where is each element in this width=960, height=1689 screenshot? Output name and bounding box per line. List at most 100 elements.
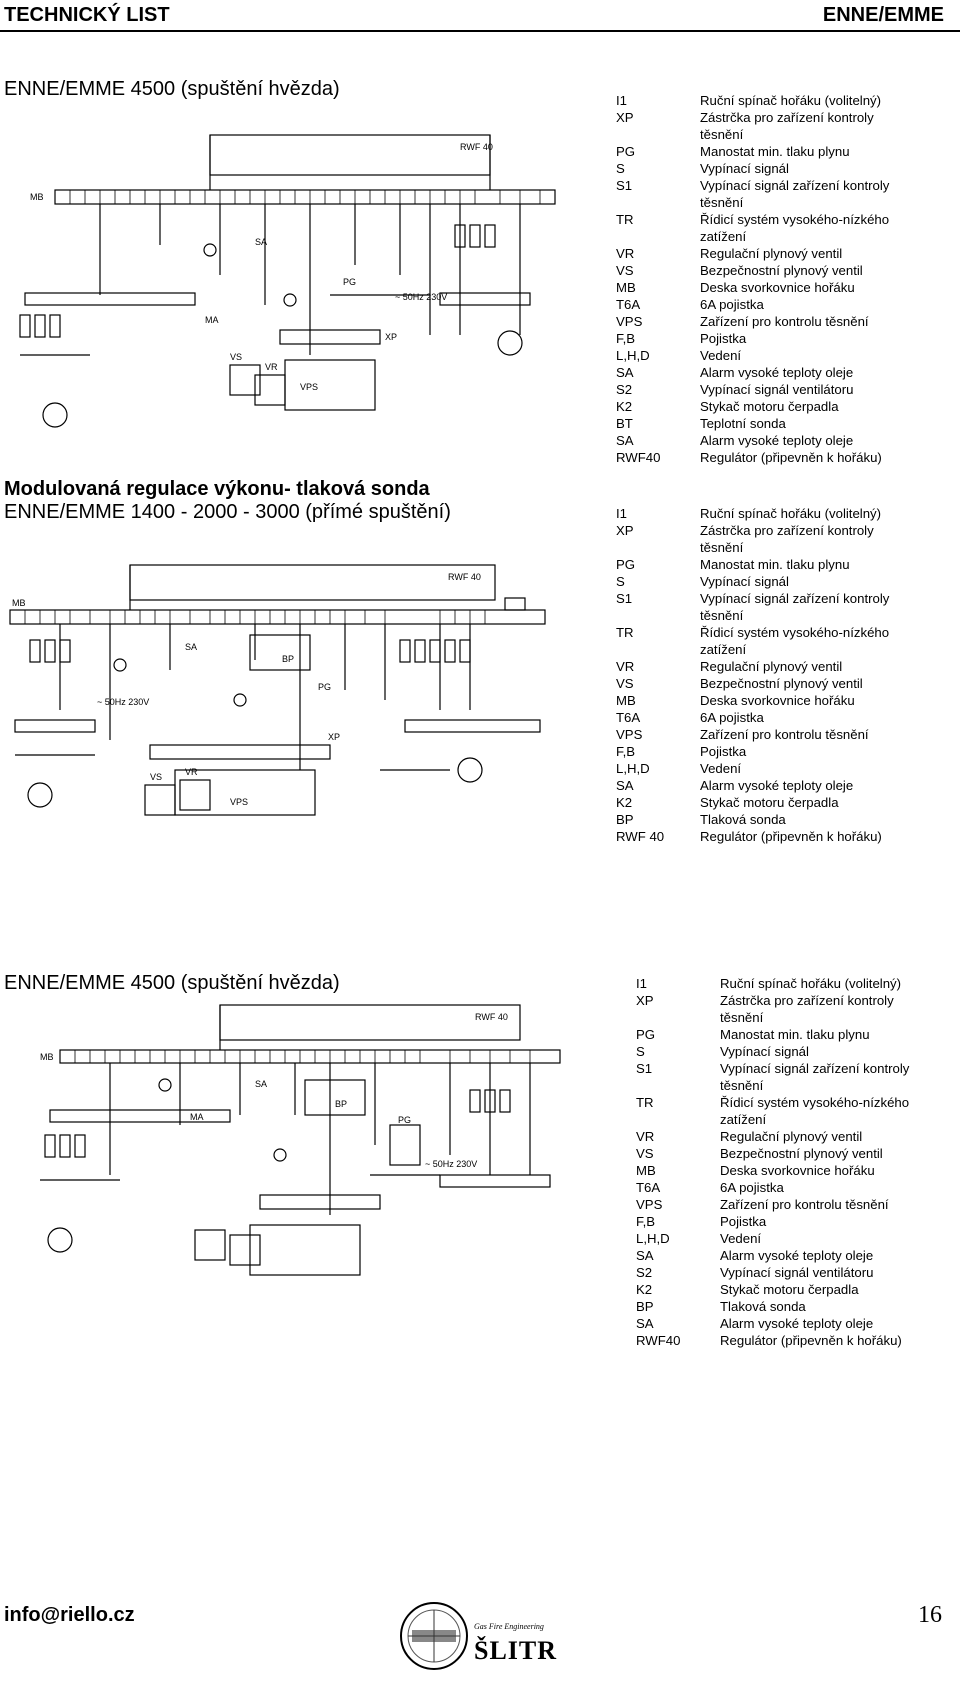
legend-code: I1 [616, 506, 627, 521]
legend-code: T6A [616, 297, 641, 312]
diagram2-bp-label: BP [282, 654, 294, 664]
legend-row: T6A 6A pojistka [616, 296, 916, 313]
legend-description: Vypínací signál [700, 574, 789, 589]
legend-code: T6A [616, 710, 641, 725]
legend-code: BP [636, 1299, 654, 1314]
legend-code: VS [636, 1146, 654, 1161]
legend-code: VR [616, 659, 635, 674]
legend-description: Zařízení pro kontrolu těsnění [700, 314, 869, 329]
legend-description: 6A pojistka [720, 1180, 784, 1195]
legend-code: RWF 40 [616, 829, 665, 844]
legend-code: VS [616, 263, 634, 278]
legend-description: Vypínací signál ventilátoru [720, 1265, 874, 1280]
legend-row: S Vypínací signál [616, 160, 916, 177]
legend-description: Řídicí systém vysokého-nízkého zatížení [720, 1095, 910, 1127]
legend-description: Vypínací signál [700, 161, 789, 176]
legend-description: Vypínací signál zařízení kontroly těsněn… [700, 591, 890, 623]
diagram2-xp-label: XP [328, 732, 340, 742]
legend-row: VS Bezpečnostní plynový ventil [636, 1145, 936, 1162]
legend-code: I1 [616, 93, 627, 108]
legend-code: RWF40 [636, 1333, 681, 1348]
legend-description: Regulátor (připevněn k hořáku) [700, 450, 882, 465]
legend-code: VPS [616, 314, 643, 329]
legend-code: L,H,D [616, 761, 650, 776]
legend-description: Stykač motoru čerpadla [720, 1282, 859, 1297]
legend-description: Regulační plynový ventil [700, 246, 843, 261]
legend-code: RWF40 [616, 450, 661, 465]
legend-code: S1 [616, 178, 633, 193]
legend-code: I1 [636, 976, 647, 991]
legend-description: 6A pojistka [700, 297, 764, 312]
legend-description: Regulátor (připevněn k hořáku) [720, 1333, 902, 1348]
legend-code: L,H,D [636, 1231, 670, 1246]
legend-code: XP [616, 110, 634, 125]
legend-description: Alarm vysoké teploty oleje [700, 365, 854, 380]
header-rule [0, 30, 960, 32]
legend-row: BP Tlaková sonda [616, 811, 916, 828]
legend-description: Alarm vysoké teploty oleje [720, 1248, 874, 1263]
diagram2-rwf-label: RWF 40 [448, 572, 481, 582]
section-1-title: ENNE/EMME 4500 (spuštění hvězda) [4, 78, 340, 100]
legend-description: Tlaková sonda [720, 1299, 806, 1314]
legend-code: S [636, 1044, 645, 1059]
legend-code: L,H,D [616, 348, 650, 363]
legend-code: BT [616, 416, 633, 431]
legend-row: TR Řídicí systém vysokého-nízkého zatížen… [616, 624, 916, 658]
legend-description: Zástrčka pro zařízení kontroly těsnění [700, 523, 874, 555]
diagram3-pg-label: PG [398, 1115, 411, 1125]
legend-code: SA [616, 365, 634, 380]
diagram1-ma-label: MA [205, 315, 219, 325]
legend-description: Deska svorkovnice hořáku [720, 1163, 875, 1178]
legend-code: S [616, 161, 625, 176]
legend-code: F,B [636, 1214, 656, 1229]
legend-code: VR [616, 246, 635, 261]
diagram3-sa-label: SA [255, 1079, 267, 1089]
legend-code: PG [616, 144, 636, 159]
legend-code: TR [616, 625, 634, 640]
doc-header-right: ENNE/EMME [822, 4, 944, 26]
legend-code: SA [636, 1316, 654, 1331]
legend-code: PG [616, 557, 636, 572]
diagram3-supply-label: ~ 50Hz 230V [425, 1159, 477, 1169]
legend-description: Tlaková sonda [700, 812, 786, 827]
legend-description: Regulační plynový ventil [720, 1129, 863, 1144]
legend-description: Stykač motoru čerpadla [700, 399, 839, 414]
wiring-diagram-2: RWF 40 MB ~ 50Hz 230V XP VPS PG BP SA VS… [0, 540, 560, 895]
legend-code: MB [636, 1163, 656, 1178]
slitr-logo [398, 1600, 470, 1677]
legend-code: SA [616, 778, 634, 793]
diagram3-rwf-label: RWF 40 [475, 1012, 508, 1022]
legend-description: Regulační plynový ventil [700, 659, 843, 674]
legend-description: Bezpečnostní plynový ventil [720, 1146, 883, 1161]
legend-description: Řídicí systém vysokého-nízkého zatížení [700, 625, 890, 657]
legend-code: F,B [616, 744, 636, 759]
legend-code: BP [616, 812, 634, 827]
diagram1-supply-label: ~ 50Hz 230V [395, 292, 447, 302]
legend-row: MB Deska svorkovnice hořáku [636, 1162, 936, 1179]
legend-description: Zástrčka pro zařízení kontroly těsnění [700, 110, 874, 142]
